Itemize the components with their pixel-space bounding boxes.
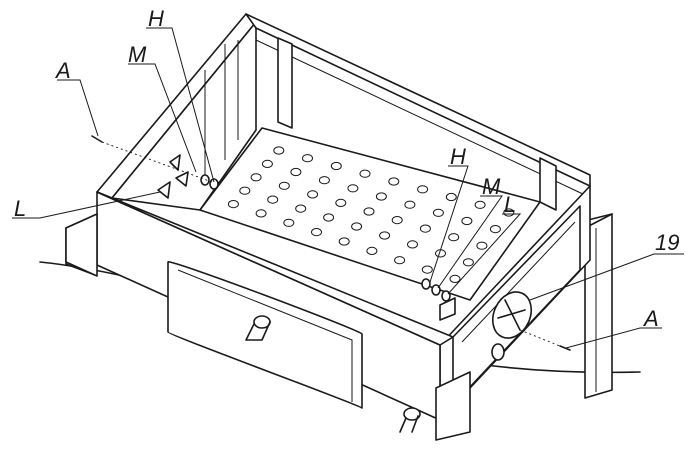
tray-hole — [363, 207, 375, 216]
tray-hole — [417, 185, 429, 194]
tray-hole — [461, 216, 473, 226]
tray-hole — [239, 186, 251, 195]
tray-hole — [394, 256, 406, 265]
left-support — [65, 213, 98, 277]
tray-hole — [255, 209, 267, 218]
drawer-front-panel — [96, 191, 454, 433]
tray-hole — [421, 265, 433, 274]
tray-hole — [330, 161, 342, 171]
drawer-back-rail — [245, 13, 591, 211]
tray-hole — [359, 169, 371, 178]
tray-hole — [404, 200, 416, 209]
tray-hole — [419, 224, 431, 233]
tray-hole — [445, 192, 457, 202]
tray-hole — [391, 216, 403, 225]
tray-hole — [489, 225, 501, 234]
tray-hole — [278, 181, 290, 190]
tray-hole — [476, 241, 488, 250]
tray-hole — [366, 246, 378, 255]
tray-hole — [335, 198, 347, 207]
callout-l-left: L — [14, 196, 26, 221]
tray-hole — [462, 258, 474, 267]
tray-hole — [311, 228, 322, 237]
callout-l-right: L — [504, 192, 516, 217]
leader-lines — [12, 27, 684, 349]
tray-hole — [273, 146, 285, 155]
tray-hole — [250, 173, 262, 182]
tray-hole — [379, 231, 391, 240]
tray-hole — [432, 208, 444, 217]
callout-a-right: A — [642, 306, 659, 331]
callout-h-left: H — [148, 6, 164, 31]
tray-hole — [318, 176, 330, 185]
callout-m-right: M — [482, 174, 501, 199]
tray-hole — [407, 240, 418, 249]
tray-hole — [448, 233, 460, 242]
callout-a-left: A — [54, 58, 71, 83]
vent-fan-part-19 — [491, 291, 533, 361]
left-fasteners — [91, 135, 219, 199]
tray-hole — [351, 222, 363, 231]
callout-19: 19 — [655, 230, 679, 255]
tray-hole — [261, 159, 273, 168]
callout-labels: A M H L H M L 19 A — [14, 6, 679, 331]
tray-hole — [267, 195, 279, 204]
tray-hole — [302, 154, 313, 163]
tray-hole — [227, 200, 239, 209]
tray-hole — [388, 177, 400, 186]
callout-m-left: M — [128, 42, 147, 67]
callout-h-right: H — [450, 144, 466, 169]
tray-holes — [227, 146, 515, 283]
tray-hole — [449, 274, 461, 283]
perforated-tray — [199, 127, 541, 301]
tray-hole — [283, 218, 295, 227]
tray-hole — [290, 167, 302, 177]
right-support — [435, 371, 471, 441]
tray-hole — [474, 200, 486, 209]
tray-hole — [375, 192, 387, 201]
tray-hole — [295, 204, 307, 213]
tray-hole — [323, 213, 335, 222]
tray-hole — [347, 184, 359, 193]
tray-hole — [338, 237, 350, 246]
tray-hole — [307, 190, 319, 199]
